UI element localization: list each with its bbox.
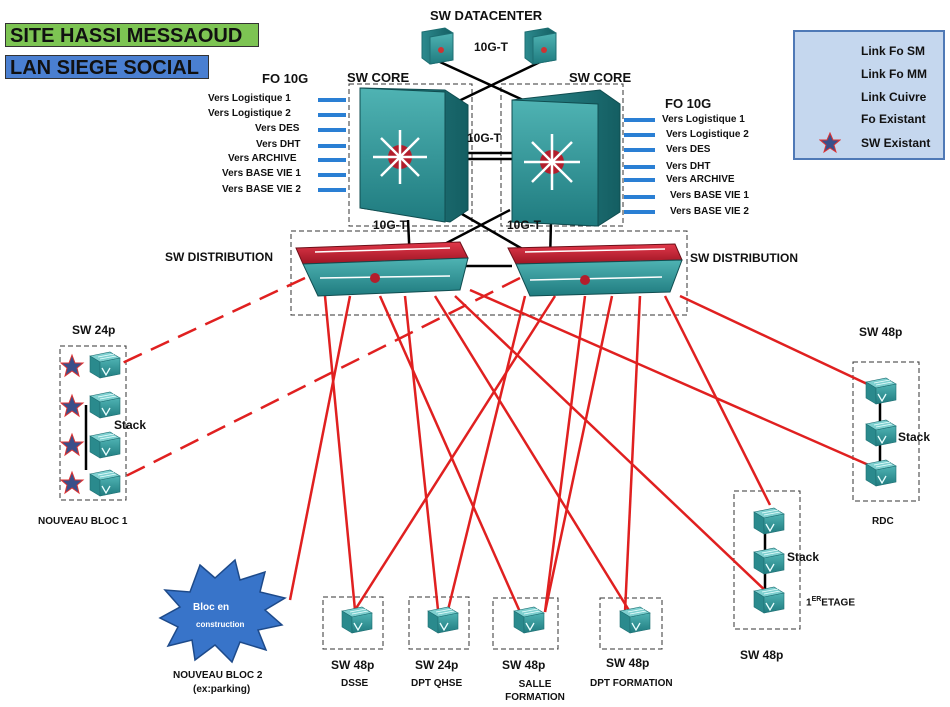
rdc-stack-label: Stack — [898, 430, 931, 444]
legend: Link Fo SM Link Fo MM Link Cuivre Fo Exi… — [793, 30, 945, 160]
fiber-left-title: FO 10G — [262, 71, 309, 86]
distribution-right-label: SW DISTRIBUTION — [690, 251, 798, 265]
rdc-switch — [865, 377, 897, 405]
star-icon — [819, 132, 841, 154]
legend-label: Link Cuivre — [861, 90, 927, 104]
salle-name: SALLE FORMATION — [505, 679, 565, 703]
etage-model: SW 48p — [740, 648, 784, 662]
salle-formation-switch — [513, 606, 545, 634]
bloc1-model: SW 24p — [72, 323, 116, 337]
existing-star-icons — [59, 353, 85, 495]
rdc-name: RDC — [872, 516, 894, 527]
datacenter-label: SW DATACENTER — [430, 8, 543, 23]
formation-name: DPT FORMATION — [590, 678, 673, 689]
core-left-down-label: 10G-T — [373, 218, 408, 232]
fiber-left-item: Vers Logistique 1 — [208, 93, 291, 104]
bloc1-switch — [89, 469, 121, 497]
legend-label: Fo Existant — [861, 112, 926, 126]
formation-model: SW 48p — [606, 656, 650, 670]
fiber-left-item: Vers ARCHIVE — [228, 153, 297, 164]
datacenter-switch-right — [524, 27, 557, 65]
fiber-right-title: FO 10G — [665, 96, 712, 111]
dsse-model: SW 48p — [331, 658, 375, 672]
core-right-box — [500, 83, 624, 227]
etage-switch — [753, 507, 785, 535]
salle-box — [492, 597, 559, 650]
fiber-right-item: Vers BASE VIE 1 — [670, 190, 749, 201]
fiber-right-item: Vers DHT — [666, 161, 711, 172]
bloc1-box — [59, 345, 127, 501]
dsse-name: DSSE — [341, 678, 369, 689]
distribution-left-label: SW DISTRIBUTION — [165, 250, 273, 264]
star-icon — [59, 393, 85, 418]
etage-stack-label: Stack — [787, 550, 820, 564]
star-icon — [59, 470, 85, 495]
qhse-name: DPT QHSE — [411, 678, 463, 689]
formation-box — [599, 597, 663, 650]
star-icon — [59, 353, 85, 378]
lan-title: LAN SIEGE SOCIAL — [5, 55, 209, 79]
fiber-left-item: Vers DHT — [256, 139, 301, 150]
bloc1-switch — [89, 391, 121, 419]
dsse-switch — [341, 606, 373, 634]
datacenter-switch-left — [421, 27, 454, 65]
fiber-left-item: Vers BASE VIE 2 — [222, 184, 301, 195]
legend-label: Link Fo SM — [861, 44, 925, 58]
etage-name-prefix: 1 — [806, 597, 812, 609]
fiber-right-item: Vers Logistique 2 — [666, 129, 749, 140]
core-left-label: SW CORE — [347, 70, 410, 85]
construction-burst-icon — [158, 558, 287, 664]
salle-model: SW 48p — [502, 658, 546, 672]
core-right-down-label: 10G-T — [507, 218, 542, 232]
legend-label: Link Fo MM — [861, 67, 927, 81]
etage-name-suffix: ETAGE — [821, 597, 856, 609]
fiber-right-item: Vers Logistique 1 — [662, 114, 745, 125]
core-switch-right — [511, 89, 621, 227]
legend-label: SW Existant — [861, 136, 931, 150]
etage-switch — [753, 586, 785, 614]
bloc1-name: NOUVEAU BLOC 1 — [38, 516, 128, 527]
core-switch-left — [359, 87, 469, 223]
distribution-switch-left — [295, 241, 469, 297]
star-icon — [59, 432, 85, 457]
rdc-box — [852, 361, 920, 502]
bloc1-stack-label: Stack — [114, 418, 147, 432]
fiber-right-item: Vers ARCHIVE — [666, 174, 735, 185]
site-title: SITE HASSI MESSAOUD — [5, 23, 259, 47]
fiber-right-item: Vers DES — [666, 144, 711, 155]
fiber-right-item: Vers BASE VIE 2 — [670, 206, 749, 217]
qhse-switch — [427, 606, 459, 634]
burst-text: construction — [196, 620, 245, 629]
fibre-sm-left — [318, 98, 346, 192]
fibre-mm-links — [288, 288, 881, 613]
etage-name-sup: ER — [811, 596, 822, 603]
bloc2-subname: (ex:parking) — [193, 684, 251, 695]
rdc-model: SW 48p — [859, 325, 903, 339]
fiber-left-item: Vers DES — [255, 123, 300, 134]
core-right-label: SW CORE — [569, 70, 632, 85]
fibre-sm-right — [624, 118, 655, 214]
burst-text: Bloc en — [193, 602, 230, 613]
qhse-model: SW 24p — [415, 658, 459, 672]
bloc2-name: NOUVEAU BLOC 2 — [173, 670, 263, 681]
datacenter-link-label: 10G-T — [474, 40, 509, 54]
distribution-switch-right — [507, 243, 683, 297]
core-left-box — [348, 83, 473, 227]
fiber-left-item: Vers Logistique 2 — [208, 108, 291, 119]
fiber-left-item: Vers BASE VIE 1 — [222, 168, 301, 179]
etage-switch — [753, 547, 785, 575]
core-interlink-label: 10G-T — [467, 131, 502, 145]
fibre-existing-links — [117, 276, 521, 482]
etage-name: 1ERETAGE — [806, 596, 855, 608]
rdc-switch — [865, 459, 897, 487]
rdc-switch — [865, 419, 897, 447]
bloc1-switch — [89, 431, 121, 459]
dpt-formation-switch — [619, 606, 651, 634]
bloc1-switch — [89, 351, 121, 379]
